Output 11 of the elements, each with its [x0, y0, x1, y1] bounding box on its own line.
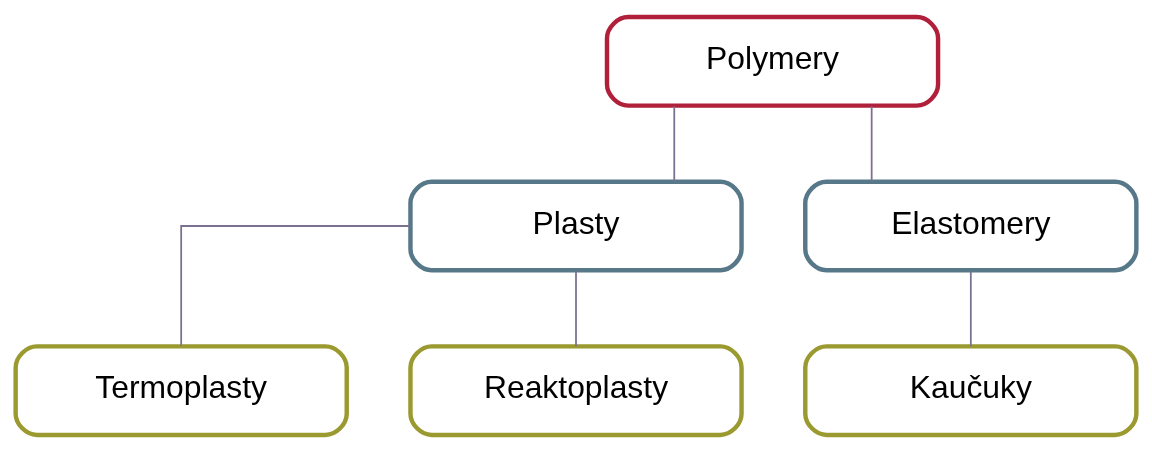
node-box: Plasty	[408, 179, 744, 273]
connector	[969, 270, 972, 348]
connector	[870, 105, 873, 183]
connector	[575, 270, 577, 348]
node-box: Termoplasty	[13, 344, 349, 438]
node-box: Elastomery	[803, 179, 1139, 273]
node-box: Reaktoplasty	[408, 344, 744, 438]
node-box: Polymery	[604, 14, 941, 108]
node-box: Kaučuky	[803, 344, 1139, 438]
connector	[180, 225, 412, 347]
connector	[673, 105, 676, 183]
